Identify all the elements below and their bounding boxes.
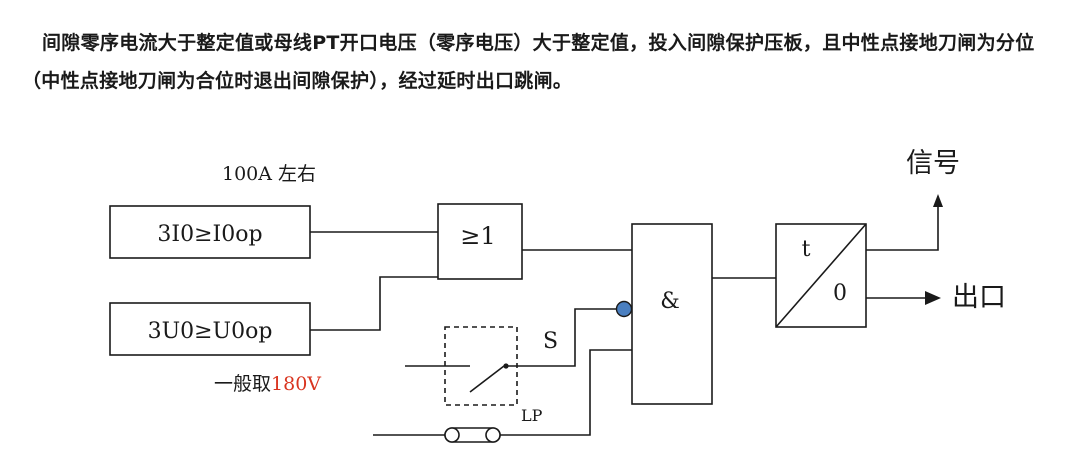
pressing-plate-lp bbox=[444, 427, 501, 443]
inverter-bubble bbox=[615, 300, 633, 318]
voltage-note-label: 一般取180V bbox=[214, 373, 321, 395]
and-gate bbox=[631, 223, 713, 405]
signal-arrow-icon bbox=[933, 194, 943, 207]
wire-timer-to-signal bbox=[866, 203, 939, 251]
or-gate-label: ≥1 bbox=[460, 222, 495, 250]
switch-blade bbox=[469, 365, 505, 393]
wire-switch-to-and bbox=[507, 308, 617, 367]
plate-lp-label: LP bbox=[521, 406, 543, 425]
timer-t-label: t bbox=[802, 237, 811, 262]
timer-0-label: 0 bbox=[833, 281, 847, 306]
wire-voltage-to-or bbox=[310, 276, 438, 331]
timer-diagonal bbox=[775, 223, 867, 328]
current-condition-label: 3I0≥I0op bbox=[157, 222, 262, 247]
current-note-label: 100A 左右 bbox=[222, 163, 316, 185]
voltage-condition-label: 3U0≥U0op bbox=[148, 319, 273, 344]
voltage-condition-box bbox=[109, 302, 311, 356]
timer-block bbox=[775, 223, 867, 328]
voltage-note-value: 180V bbox=[271, 373, 321, 395]
voltage-note-prefix: 一般取 bbox=[214, 373, 271, 395]
switch-enclosure bbox=[444, 326, 518, 406]
or-gate bbox=[437, 203, 523, 280]
output-signal-label: 信号 bbox=[906, 148, 960, 179]
wire-lp-to-and bbox=[500, 349, 632, 436]
trip-arrow-icon bbox=[925, 291, 941, 305]
and-gate-label: & bbox=[660, 289, 680, 314]
switch-contact bbox=[503, 363, 509, 369]
output-trip-label: 出口 bbox=[952, 282, 1006, 313]
description-text: 间隙零序电流大于整定值或母线PT开口电压（零序电压）大于整定值，投入间隙保护压板… bbox=[22, 32, 1035, 92]
switch-s-label: S bbox=[543, 329, 558, 354]
